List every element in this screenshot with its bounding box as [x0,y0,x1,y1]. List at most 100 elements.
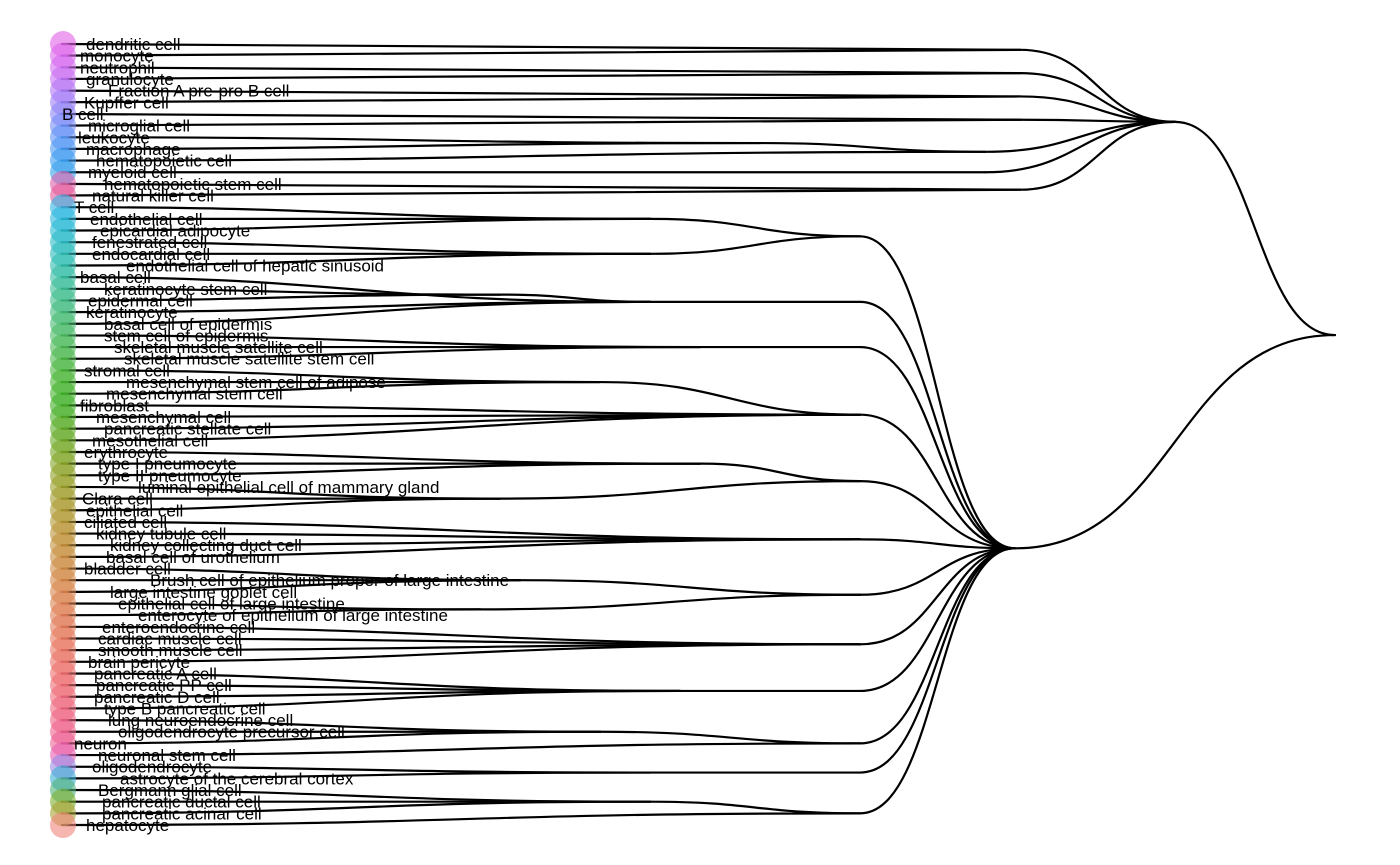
leaf-label: lung neuroendocrine cell [108,711,293,730]
leaf-label: oligodendrocyte precursor cell [118,723,345,742]
dendrogram-branch [60,95,1022,104]
leaf-label: Clara cell [82,490,153,509]
leaf-label: mesenchymal cell [96,408,231,427]
leaf-label: Kupffer cell [84,93,169,112]
leaf-label: stem cell of epidermis [104,326,268,345]
leaf-label: cardiac muscle cell [98,629,242,648]
dendrogram-branch [1018,95,1177,123]
leaf-label: kidney tubule cell [96,525,226,544]
leaf-label: keratinocyte [86,303,178,322]
dendrogram-branch [60,182,1022,191]
leaf-label: fenestrated cell [92,233,207,252]
leaf-label: neutrophil [80,58,155,77]
dendrogram-branch [60,188,1022,197]
leaf-label: luminal epithelial cell of mammary gland [138,478,439,497]
dendrogram-branch [60,217,652,232]
leaf-label: mesenchymal stem cell of adipose [126,373,386,392]
dendrogram-branch [518,579,862,596]
dendrogram-branch [858,235,1017,550]
leaf-label: ciliated cell [84,513,167,532]
dendrogram-branch [858,345,1017,550]
leaf-color-markers [50,31,76,838]
leaf-label: Brush cell of epithelium proper of large… [150,571,509,590]
leaf-label: astrocyte of the cerebral cortex [120,769,354,788]
leaf-label: endocardial cell [92,245,210,264]
leaf-label: epidermal cell [88,291,193,310]
leaf-label: pancreatic D cell [94,688,220,707]
leaf-label: skeletal muscle satellite stem cell [124,350,374,369]
leaf-label: myeloid cell [88,163,177,182]
dendrogram-branch [598,380,862,416]
leaf-label: smooth muscle cell [98,641,243,660]
leaf-label: brain pericyte [88,653,190,672]
leaf-label: microglial cell [88,117,190,136]
dendrogram-branch [60,413,862,442]
leaf-label: oligodendrocyte [92,758,212,777]
leaf-label: endothelial cell of hepatic sinusoid [126,256,384,275]
leaf-label: dendritic cell [86,35,181,54]
leaf-label: mesothelial cell [92,431,208,450]
leaf-label: keratinocyte stem cell [104,280,267,299]
dendrogram-branch [698,462,862,483]
dendrogram-branch [858,413,1017,550]
dendrogram-branch [1018,48,1177,123]
leaf-label: kidney collecting duct cell [110,536,302,555]
leaf-label: pancreatic acinar cell [102,804,262,823]
dendrogram-branch [858,547,1017,815]
dendrogram-branch [858,547,1017,596]
dendrogram-branch [60,579,522,593]
dendrogram-branch [858,547,1017,693]
leaf-label: natural killer cell [92,187,214,206]
dendrogram-branch [598,730,862,745]
dendrogram-branch [60,643,862,663]
leaf-label: mesenchymal stem cell [106,385,283,404]
dendrogram-branch [648,235,862,255]
dendrogram-branch [60,730,602,745]
dendrogram-branch [858,547,1017,774]
dendrogram-branch [60,608,482,617]
leaf-label: bladder cell [84,560,171,579]
dendrogram-branch [60,112,1022,121]
dendrogram-branch [1173,120,1337,337]
leaf-label: fibroblast [80,396,149,415]
leaf-label: neuronal stem cell [98,746,236,765]
leaf-label: basal cell [80,268,151,287]
dendrogram-branch [498,480,862,500]
dendrogram-branch [858,547,1017,745]
leaf-label: basal cell of urothelium [106,548,280,567]
dendrogram-branch [60,462,702,477]
dendrogram-branch [60,689,682,710]
leaf-label: type II pneumocyte [98,466,242,485]
leaf-label: granulocyte [86,70,174,89]
dendrogram-branches [60,42,1337,827]
leaf-label: erythrocyte [84,443,168,462]
leaf-label: hematopoietic cell [96,152,232,171]
leaf-labels: dendritic cellmonocyteneutrophilgranuloc… [62,35,509,835]
dendrogram-branch [60,345,702,360]
dendrogram-branch [60,812,862,827]
dendrogram-branch [758,141,987,153]
dendrogram-branch [478,593,862,611]
leaf-label: large intestine goblet cell [110,583,297,602]
dendrogram-branch [60,48,1022,57]
leaf-label: monocyte [80,47,154,66]
dendrogram-branch [60,300,652,325]
dendrogram-branch [60,66,1022,75]
leaf-color-dot [50,812,76,838]
leaf-label: pancreatic A cell [94,664,217,683]
leaf-label: leukocyte [78,128,150,147]
leaf-label: pancreatic stellate cell [104,420,271,439]
leaf-label: B cell [62,105,104,124]
dendrogram-branch [60,252,652,267]
leaf-label: Fraction A pre-pro B cell [108,82,289,101]
leaf-label: pancreatic PP cell [96,676,232,695]
dendrogram-branch [60,293,502,302]
leaf-label: skeletal muscle satellite cell [114,338,323,357]
dendrogram-branch [60,276,652,304]
dendrogram-branch [60,380,602,395]
dendrogram-branch [60,742,862,757]
leaf-label: type I pneumocyte [98,455,237,474]
leaf-label: stromal cell [84,361,170,380]
leaf-label: epicardial adipocyte [100,222,250,241]
